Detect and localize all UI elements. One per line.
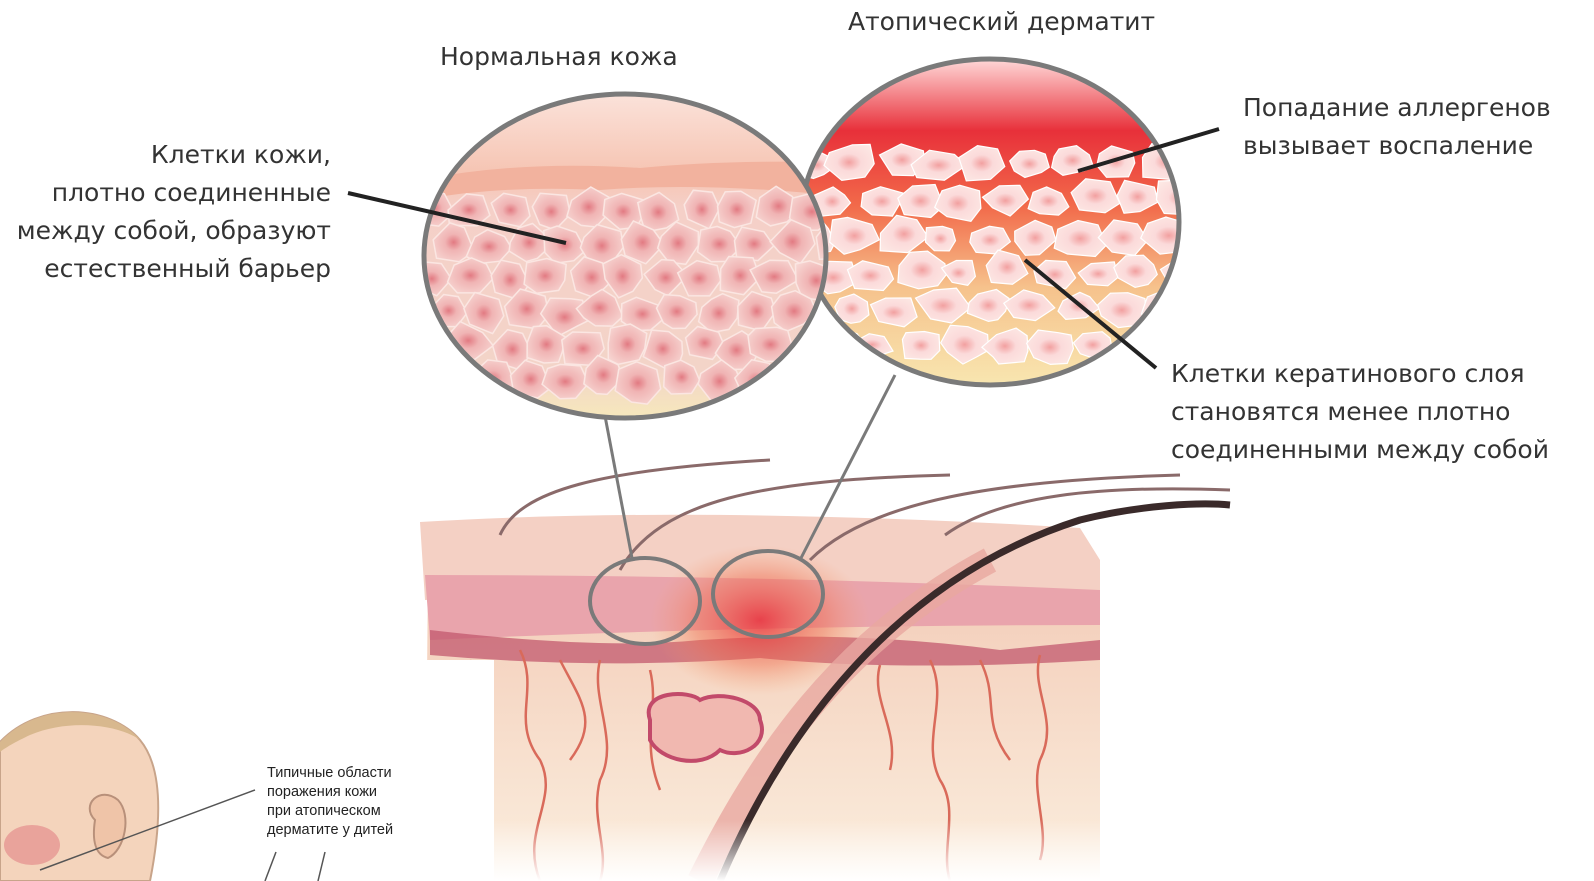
inset-note-line: при атопическом <box>267 802 393 821</box>
normal-skin-title: Нормальная кожа <box>440 38 678 76</box>
barrier-callout-line: естественный барьер <box>0 250 331 288</box>
sebaceous-gland <box>649 694 762 761</box>
infant-inset <box>0 660 494 881</box>
atopic-skin-cell <box>926 226 956 251</box>
barrier-callout-line: между собой, образуют <box>0 212 331 250</box>
atopic-skin-cell <box>902 332 939 360</box>
rash-patch <box>4 825 60 865</box>
barrier-callout: Клетки кожи, плотно соединенные между со… <box>0 136 331 288</box>
allergen-callout-line: Попадание аллергенов <box>1243 89 1551 127</box>
normal-skin-cell <box>428 366 468 401</box>
barrier-callout-line: Клетки кожи, <box>0 136 331 174</box>
keratin-callout-line: становятся менее плотно <box>1171 393 1549 431</box>
inset-note-line: Типичные области <box>267 764 393 783</box>
normal-skin-cell <box>774 361 815 396</box>
normal-skin-magnifier <box>412 94 859 418</box>
keratin-callout: Клетки кератинового слоя становятся мене… <box>1171 355 1549 469</box>
allergen-callout: Попадание аллергенов вызывает воспаление <box>1243 89 1551 165</box>
normal-skin-cell <box>748 327 793 361</box>
inset-note: Типичные области поражения кожи при атоп… <box>267 764 393 840</box>
inset-note-line: дерматите у дитей <box>267 821 393 840</box>
skin-cross-section <box>420 460 1230 881</box>
keratin-callout-line: соединенными между собой <box>1171 431 1549 469</box>
atopic-skin-cell <box>1141 292 1185 322</box>
atopic-skin-cell <box>813 328 866 364</box>
normal-skin-cell <box>718 191 757 227</box>
normal-skin-cell <box>814 365 856 404</box>
bottom-fade <box>420 820 1120 881</box>
keratin-callout-line: Клетки кератинового слоя <box>1171 355 1549 393</box>
allergen-callout-line: вызывает воспаление <box>1243 127 1551 165</box>
atopic-skin-magnifier <box>789 59 1210 385</box>
barrier-callout-line: плотно соединенные <box>0 174 331 212</box>
normal-skin-cell <box>524 259 566 294</box>
inset-note-line: поражения кожи <box>267 783 393 802</box>
atopic-dermatitis-title: Атопический дерматит <box>848 3 1155 41</box>
